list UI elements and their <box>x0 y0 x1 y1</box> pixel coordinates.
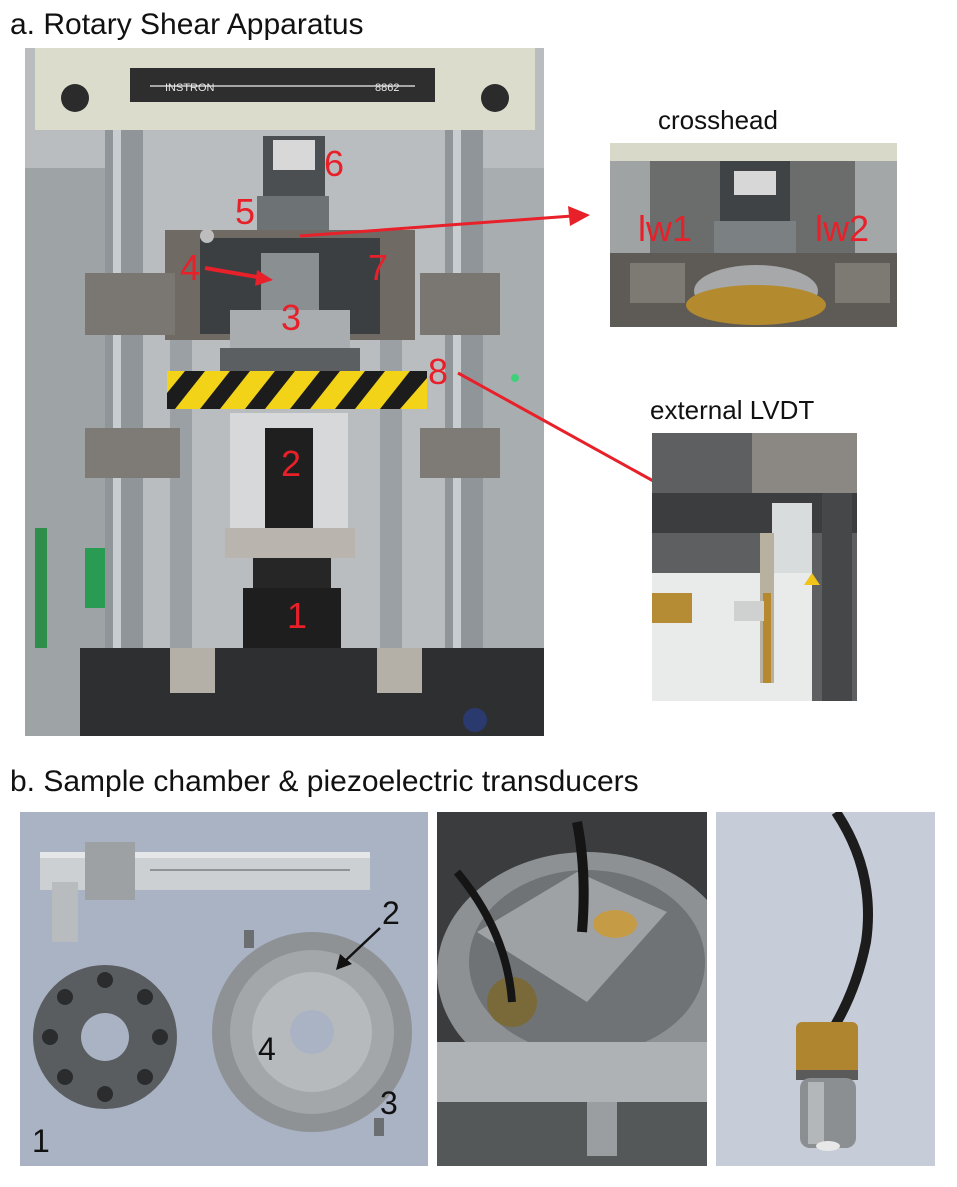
label-b2: 2 <box>382 895 400 931</box>
label-4: 4 <box>180 247 200 288</box>
sample-chamber-photo: 1 2 3 4 <box>20 812 428 1166</box>
label-b3: 3 <box>380 1085 398 1121</box>
label-5: 5 <box>235 191 255 232</box>
arrow-to-ring-icon <box>336 954 352 970</box>
label-1: 1 <box>287 595 307 636</box>
crosshead-title: crosshead <box>658 105 778 135</box>
label-2: 2 <box>281 443 301 484</box>
chamber-closeup-photo <box>437 812 707 1166</box>
label-b1: 1 <box>32 1123 50 1159</box>
apparatus-photo: INSTRON 8862 <box>25 48 544 736</box>
machine-brand: INSTRON <box>165 82 215 94</box>
label-8: 8 <box>428 351 448 392</box>
label-b4: 4 <box>258 1031 276 1067</box>
panel-a-title: a. Rotary Shear Apparatus <box>10 8 364 41</box>
label-3: 3 <box>281 297 301 338</box>
transducer-photo <box>716 812 935 1166</box>
arrow-to-crosshead-icon <box>568 206 590 226</box>
label-lw2: lw2 <box>815 208 869 249</box>
label-6: 6 <box>324 143 344 184</box>
lvdt-title: external LVDT <box>650 395 815 425</box>
lvdt-photo <box>652 433 857 701</box>
machine-model: 8862 <box>375 82 399 94</box>
panel-b-title: b. Sample chamber & piezoelectric transd… <box>10 765 639 798</box>
label-7: 7 <box>368 247 388 288</box>
crosshead-photo: lw1 lw2 <box>610 143 897 327</box>
label-lw1: lw1 <box>638 208 692 249</box>
